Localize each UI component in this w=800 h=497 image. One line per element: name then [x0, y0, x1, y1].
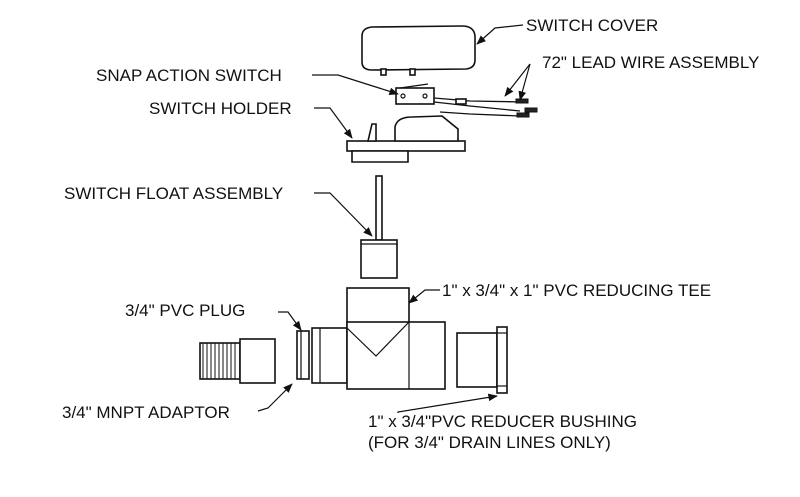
pvc-reducer-bushing-part: [456, 326, 508, 394]
switch-holder-label: SWITCH HOLDER: [149, 99, 292, 118]
snap-action-switch-part: [395, 83, 435, 105]
switch-holder-part: [346, 115, 466, 163]
lead-wire-label: 72" LEAD WIRE ASSEMBLY: [542, 53, 759, 72]
switch-float-assembly-label: SWITCH FLOAT ASSEMBLY: [64, 184, 283, 203]
pvc-plug-part: [296, 330, 310, 380]
mnpt-adaptor-part: [199, 338, 276, 384]
mnpt-adaptor-label: 3/4" MNPT ADAPTOR: [62, 403, 230, 422]
switch-float-assembly-part: [360, 175, 398, 279]
leader-lines: [257, 24, 531, 413]
switch-cover-part: [361, 25, 476, 76]
switch-cover-label: SWITCH COVER: [526, 16, 658, 35]
reducing-tee-label: 1" x 3/4" x 1" PVC REDUCING TEE: [442, 281, 711, 300]
pvc-plug-label: 3/4" PVC PLUG: [125, 301, 245, 320]
reducer-bushing-label-line2: (FOR 3/4" DRAIN LINES ONLY): [368, 433, 611, 452]
reducer-bushing-label-line1: 1" x 3/4"PVC REDUCER BUSHING: [368, 412, 637, 431]
snap-action-switch-label: SNAP ACTION SWITCH: [96, 66, 282, 85]
lead-wire-part: [433, 97, 538, 118]
pvc-reducing-tee-part: [311, 287, 446, 390]
